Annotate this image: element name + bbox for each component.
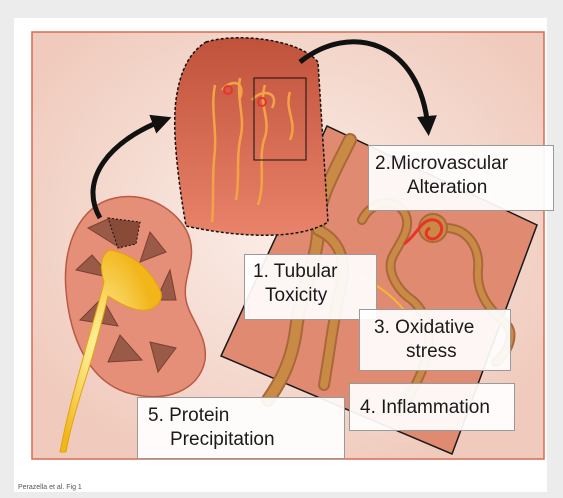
label-text-line: Toxicity: [253, 284, 376, 308]
label-text-line: stress: [374, 340, 510, 364]
label-tubular-toxicity: 1. Tubular Toxicity: [244, 254, 377, 320]
label-text-line: 1. Tubular: [253, 260, 376, 284]
cortex-wedge: [175, 38, 328, 236]
label-text-line: 2.Microvascular: [375, 152, 553, 176]
figure-caption: Perazella et al. Fig 1: [18, 484, 82, 491]
label-text-line: 5. Protein: [148, 404, 344, 428]
label-text-line: 4. Inflammation: [360, 396, 514, 420]
label-text-line: Precipitation: [148, 428, 344, 452]
label-text-line: 3. Oxidative: [374, 316, 510, 340]
label-protein-precipitation: 5. Protein Precipitation: [137, 397, 345, 459]
label-oxidative-stress: 3. Oxidative stress: [359, 309, 511, 371]
label-text-line: Alteration: [375, 176, 553, 200]
label-microvascular-alteration: 2.Microvascular Alteration: [368, 145, 554, 211]
label-inflammation: 4. Inflammation: [349, 383, 515, 431]
